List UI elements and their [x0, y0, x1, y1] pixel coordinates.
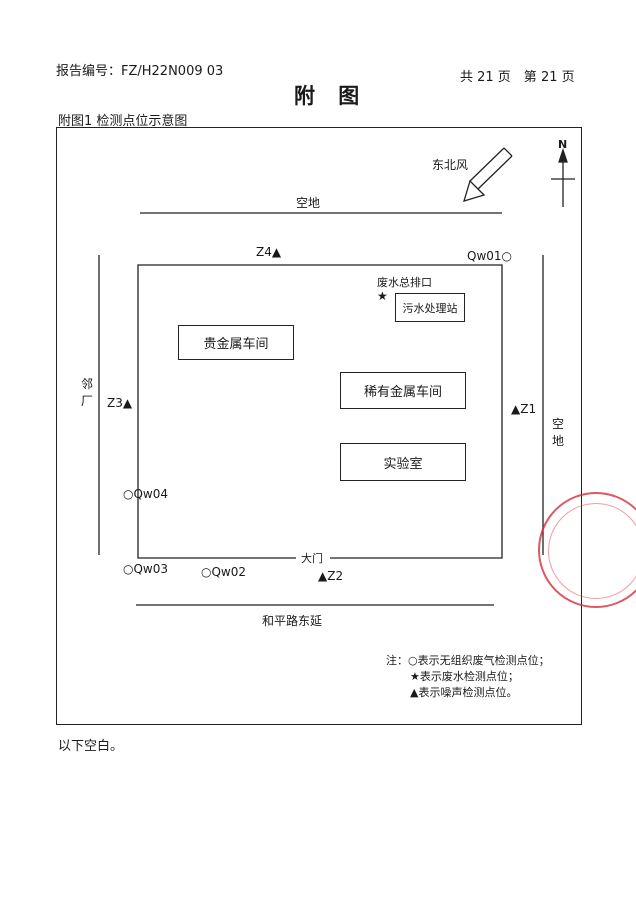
legend-star: ★表示废水检测点位；	[410, 670, 519, 683]
point-z3: Z3▲	[107, 396, 133, 410]
seal-stamp-inner-ring	[548, 503, 636, 599]
page-title: 附 图	[294, 84, 368, 108]
point-z2: ▲Z2	[318, 569, 344, 583]
report-number: 报告编号：FZ/H22N009 03	[56, 64, 224, 79]
legend-circle: 注：○表示无组织废气检测点位；	[386, 654, 550, 667]
triangle-marker-icon: ▲	[271, 245, 282, 259]
legend-triangle: ▲表示噪声检测点位。	[410, 686, 518, 699]
point-qw04: ○Qw04	[123, 487, 169, 501]
site-boundary	[137, 264, 503, 559]
circle-marker-icon: ○	[123, 487, 134, 501]
rare-metal-workshop: 稀有金属车间	[340, 372, 466, 409]
left-area-label: 邻厂	[80, 377, 93, 408]
point-z4: Z4▲	[256, 245, 282, 259]
circle-marker-icon: ○	[201, 565, 212, 579]
precious-metal-workshop: 贵金属车间	[178, 325, 294, 360]
road-label: 和平路东延	[262, 614, 323, 628]
north-label: N	[558, 138, 568, 151]
triangle-marker-icon: ▲	[318, 569, 328, 583]
gate-label: 大门	[301, 552, 323, 565]
page-count: 共 21 页 第 21 页	[460, 70, 575, 85]
right-area-label: 空地	[551, 417, 564, 448]
triangle-marker-icon: ▲	[511, 402, 521, 416]
point-qw01: Qw01○	[467, 249, 513, 263]
circle-marker-icon: ○	[501, 249, 513, 263]
wastewater-station: 污水处理站	[395, 293, 465, 322]
star-marker-icon: ★	[377, 289, 388, 303]
wind-direction-label: 东北风	[432, 158, 469, 172]
top-area-label: 空地	[296, 196, 321, 210]
point-qw03: ○Qw03	[123, 562, 169, 576]
circle-marker-icon: ○	[123, 562, 134, 576]
north-arrow-icon	[551, 147, 575, 207]
diagram-frame	[56, 127, 582, 725]
seal-stamp	[538, 492, 636, 608]
wind-arrow-icon	[463, 147, 513, 202]
laboratory: 实验室	[340, 443, 466, 481]
outfall-label: 废水总排口	[377, 276, 432, 289]
legend: 注：○表示无组织废气检测点位； ★表示废水检测点位； ▲表示噪声检测点位。	[386, 653, 550, 701]
point-z1: ▲Z1	[511, 402, 537, 416]
end-note: 以下空白。	[58, 739, 124, 754]
point-qw02: ○Qw02	[201, 565, 247, 579]
triangle-marker-icon: ▲	[122, 396, 133, 410]
figure-caption: 附图1 检测点位示意图	[58, 114, 188, 129]
